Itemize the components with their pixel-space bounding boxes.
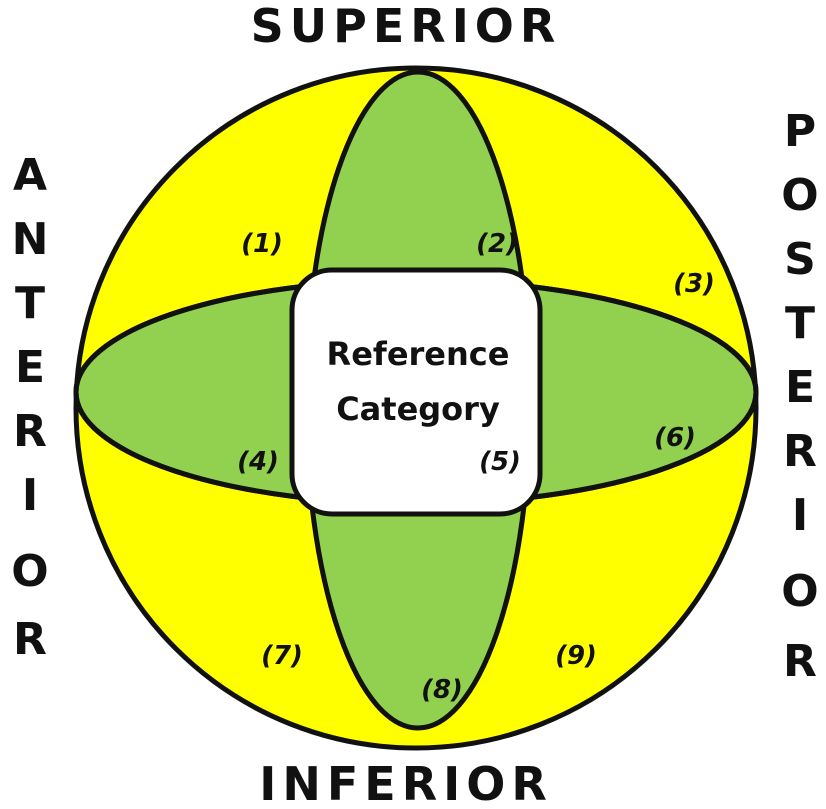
reference-category-box xyxy=(289,267,543,517)
region-label-2: (2) xyxy=(476,229,518,259)
region-label-6: (6) xyxy=(654,423,696,453)
posterior-letter: S xyxy=(784,234,816,285)
reference-label-line2: Category xyxy=(336,390,500,428)
posterior-letter: P xyxy=(784,106,816,157)
region-label-1: (1) xyxy=(241,229,283,259)
direction-anterior: A N T E R I O R xyxy=(11,150,48,665)
posterior-letter: E xyxy=(785,362,815,413)
posterior-letter: O xyxy=(781,170,818,221)
posterior-letter: O xyxy=(781,566,818,617)
direction-inferior: INFERIOR xyxy=(259,757,553,809)
anterior-letter: R xyxy=(13,614,47,665)
direction-superior: SUPERIOR xyxy=(251,0,562,53)
posterior-letter: R xyxy=(783,636,817,687)
anterior-letter: R xyxy=(13,406,47,457)
posterior-letter: I xyxy=(792,490,808,541)
direction-posterior: P O S T E R I O R xyxy=(781,106,818,687)
region-label-7: (7) xyxy=(261,641,303,671)
anterior-letter: A xyxy=(13,150,47,201)
region-label-9: (9) xyxy=(555,641,597,671)
region-label-5: (5) xyxy=(479,447,521,477)
region-label-4: (4) xyxy=(237,447,279,477)
anterior-letter: I xyxy=(22,470,38,521)
anterior-letter: N xyxy=(12,214,49,265)
region-label-8: (8) xyxy=(421,675,463,705)
anterior-letter: T xyxy=(15,278,45,329)
posterior-letter: R xyxy=(783,426,817,477)
reference-label-line1: Reference xyxy=(327,335,510,373)
posterior-letter: T xyxy=(785,298,815,349)
anterior-letter: O xyxy=(11,546,48,597)
region-label-3: (3) xyxy=(673,269,715,299)
anterior-letter: E xyxy=(15,342,45,393)
